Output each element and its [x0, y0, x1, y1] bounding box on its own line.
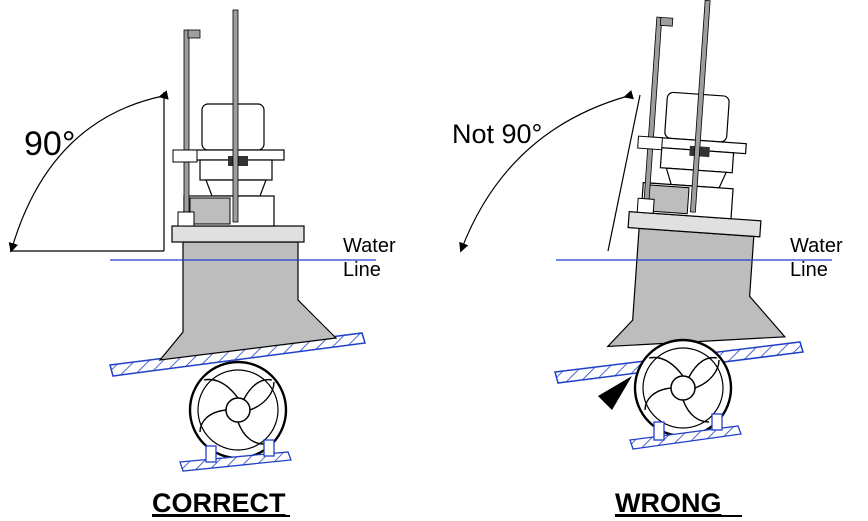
water-label-line1: Water	[790, 235, 843, 257]
propeller-icon	[188, 360, 288, 460]
shaft-rod	[232, 9, 239, 223]
angle-arc	[8, 90, 169, 253]
wrong-installation: Not 90° Water Line WRONG	[452, 0, 843, 518]
angle-arc	[459, 90, 634, 253]
angle-label: Not 90°	[452, 119, 542, 149]
mounting-flange	[171, 225, 305, 243]
shaft-rod	[689, 0, 711, 213]
caption-wrong: WRONG	[615, 488, 721, 518]
pointer-arrow-icon	[598, 376, 632, 410]
mounting-bracket	[179, 439, 292, 472]
caption-correct: CORRECT	[152, 488, 286, 518]
level-rod	[183, 29, 190, 226]
mounting-bracket	[629, 413, 742, 450]
reference-tilted	[607, 94, 641, 252]
water-label-line2: Line	[790, 259, 828, 281]
water-label-line2: Line	[343, 259, 381, 281]
water-label-line1: Water	[343, 235, 396, 257]
angle-label: 90°	[24, 125, 75, 163]
correct-installation: 90° Water Line CORRECT	[8, 9, 396, 518]
thruster-housing	[606, 227, 787, 348]
propeller-icon	[633, 338, 733, 438]
